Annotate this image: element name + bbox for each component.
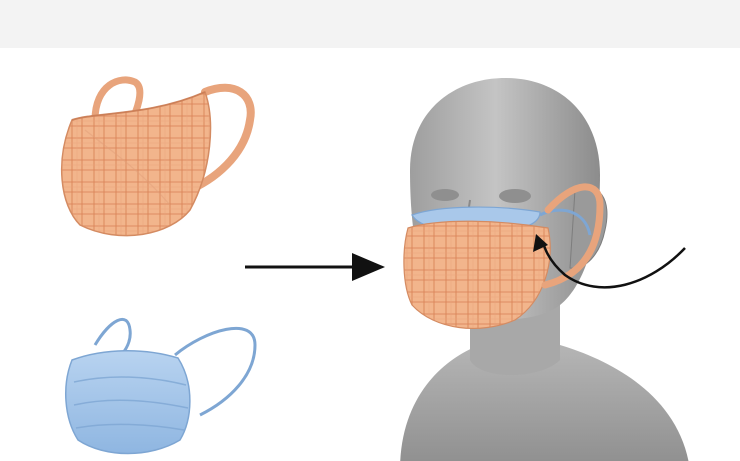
double-masking-illustration — [0, 48, 740, 461]
illustration-canvas — [0, 48, 740, 461]
top-band — [0, 0, 740, 48]
surgical-mask-icon — [66, 319, 255, 453]
mannequin-icon — [400, 78, 690, 461]
cloth-mask-icon — [62, 80, 251, 236]
arrow-right-icon — [245, 253, 385, 281]
